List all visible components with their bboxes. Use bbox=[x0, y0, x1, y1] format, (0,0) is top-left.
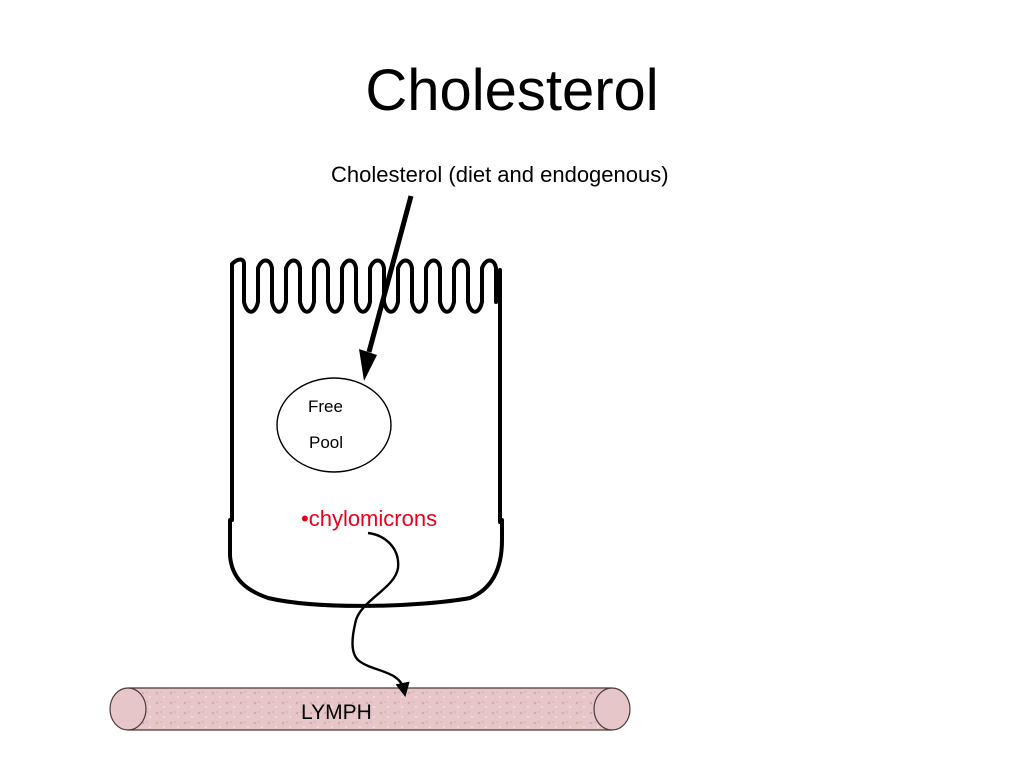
cholesterol-source-label: Cholesterol (diet and endogenous) bbox=[331, 162, 669, 187]
cholesterol-entry-arrowhead bbox=[359, 349, 377, 381]
free-pool-label-line2: Pool bbox=[309, 433, 344, 452]
lymph-vessel-right-end bbox=[593, 687, 631, 731]
lymph-vessel-body bbox=[128, 688, 612, 730]
free-pool-label-line1: Free bbox=[308, 397, 343, 416]
intestinal-cell-outline bbox=[228, 257, 504, 608]
lymph-vessel-left-end bbox=[109, 687, 147, 731]
chylomicrons-to-lymph-path bbox=[351, 531, 410, 698]
chylomicrons-label: •chylomicrons bbox=[301, 506, 438, 531]
lymph-label: LYMPH bbox=[301, 701, 372, 724]
slide-title: Cholesterol bbox=[365, 58, 659, 123]
free-pool-ellipse bbox=[276, 377, 392, 473]
cholesterol-entry-arrow-shaft bbox=[366, 195, 414, 353]
